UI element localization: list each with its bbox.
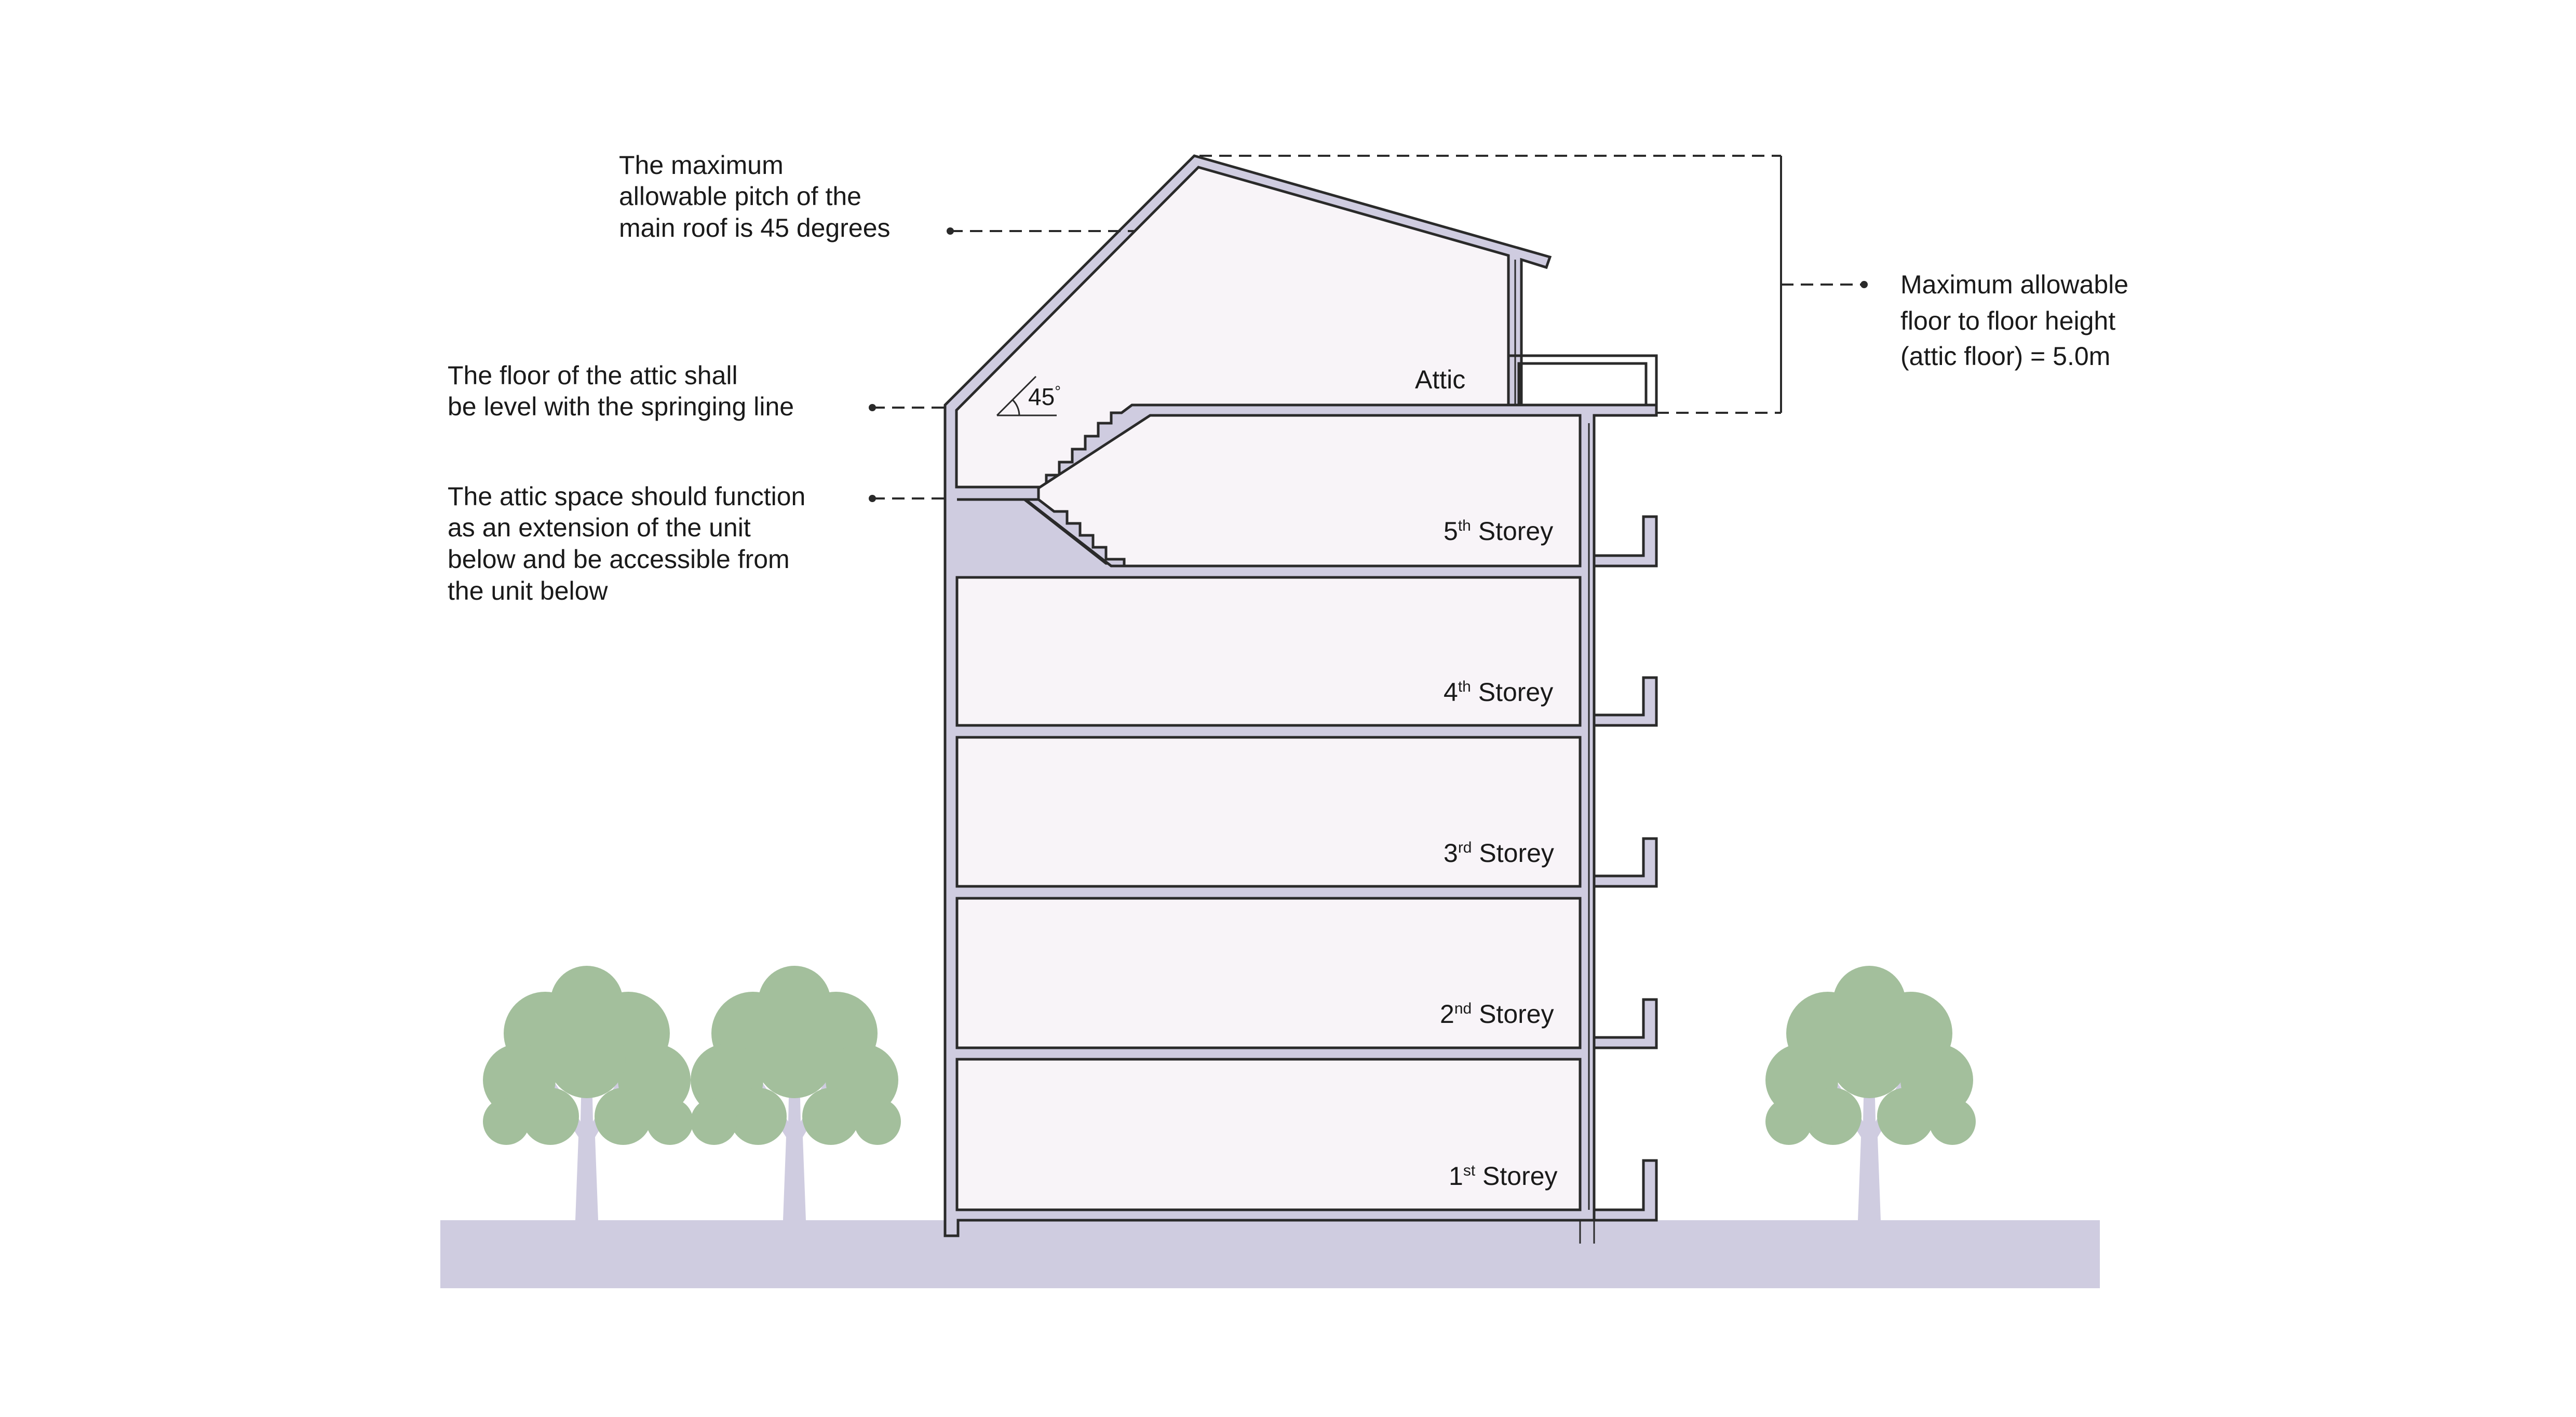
- balcony-1: [1593, 1159, 1658, 1222]
- label-storey-5: 5th Storey: [1444, 517, 1553, 546]
- tree-right: [1765, 966, 1976, 1220]
- storey-2-interior: [955, 897, 1582, 1049]
- leader-lines: [872, 155, 1864, 500]
- angle-indicator: [996, 375, 1057, 416]
- tree-left-1: [483, 966, 693, 1220]
- note-max-height: Maximum allowable floor to floor height …: [1900, 270, 2136, 371]
- balcony-2: [1593, 998, 1658, 1049]
- building-structure: [943, 154, 1658, 1237]
- balcony-3: [1593, 837, 1658, 888]
- balcony-attic: [1507, 354, 1658, 407]
- balconies: [1507, 354, 1658, 1222]
- storey-3-interior: [955, 736, 1582, 888]
- label-storey-1: 1st Storey: [1449, 1162, 1558, 1191]
- leader-dots: [869, 227, 1868, 502]
- storey-1-interior: [955, 1058, 1582, 1211]
- attic-interior: [955, 166, 1510, 489]
- label-attic: Attic: [1415, 365, 1465, 394]
- ground: [440, 1220, 2100, 1288]
- label-storey-2: 2nd Storey: [1440, 1000, 1554, 1029]
- facade-glazing: [1514, 260, 1595, 1244]
- balcony-4: [1593, 676, 1658, 727]
- label-storey-4: 4th Storey: [1444, 678, 1553, 707]
- tree-left-2: [691, 966, 901, 1220]
- label-storey-3: 3rd Storey: [1444, 839, 1554, 868]
- balcony-5: [1593, 515, 1658, 568]
- storey-4-interior: [955, 576, 1582, 727]
- note-attic-floor: The floor of the attic shall be level wi…: [448, 361, 794, 421]
- note-roof-pitch: The maximum allowable pitch of the main …: [619, 151, 891, 242]
- angle-label: 45°: [1028, 383, 1061, 410]
- note-attic-function: The attic space should function as an ex…: [448, 482, 813, 605]
- staircase: [1021, 498, 1126, 568]
